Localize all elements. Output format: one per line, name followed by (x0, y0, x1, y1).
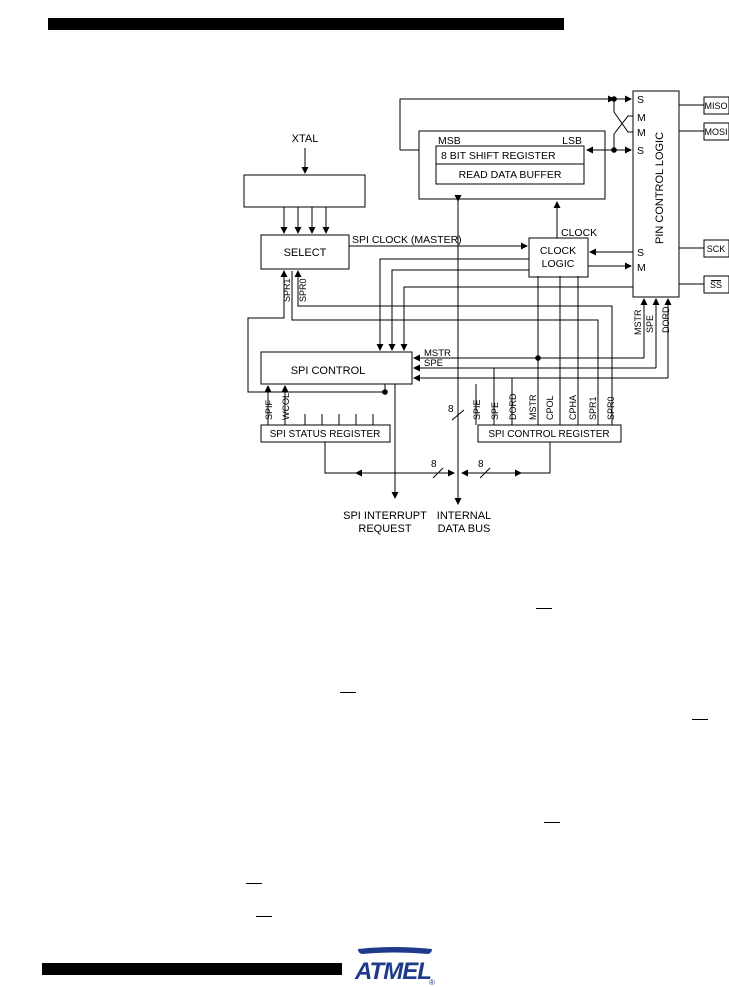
dord-bit-label: DORD (508, 393, 518, 420)
internal-bus-label-2: DATA BUS (438, 523, 491, 535)
text-overbar (692, 719, 708, 720)
mstr-signal-label: MSTR (424, 348, 451, 359)
pin-m3-label: M (637, 262, 646, 274)
select-block (260, 234, 350, 270)
spr1-label: SPR1 (282, 278, 292, 302)
control-bus-wire (461, 442, 551, 477)
pcl-dord-label: DORD (661, 306, 671, 333)
miso-label: MISO (704, 101, 727, 111)
pin-m1-label: M (637, 112, 646, 124)
bus-tick-1 (451, 409, 465, 421)
clock-logic-label-1: CLOCK (540, 245, 576, 257)
read-data-buffer-label: READ DATA BUFFER (459, 169, 562, 181)
pin-s1-label: S (637, 94, 644, 106)
spr1-bit-label: SPR1 (588, 396, 598, 420)
spe-signal-label: SPE (424, 358, 443, 369)
spi-clock-master-label: SPI CLOCK (MASTER) (352, 234, 462, 246)
spi-control-register-label: SPI CONTROL REGISTER (488, 429, 609, 440)
read-data-buffer-block (435, 163, 585, 185)
pin-m2-label: M (637, 127, 646, 139)
spi-interrupt-label-2: REQUEST (358, 523, 411, 535)
pcl-dord-to-control-wire (400, 286, 633, 351)
shift-register-label: 8 BIT SHIFT REGISTER (441, 150, 556, 162)
text-overbar (340, 692, 356, 693)
spif-label: SPIF (264, 399, 274, 420)
mosi-label: MOSI (704, 127, 727, 137)
logo-wordmark: ATMEL (354, 958, 431, 985)
text-overbar (256, 916, 272, 917)
spi-interrupt-label-1: SPI INTERRUPT (343, 510, 427, 522)
bus-width-label: 8 (448, 404, 454, 415)
clock-logic-block (528, 237, 589, 278)
junction-dot (535, 355, 541, 361)
bus-width-label: 8 (431, 459, 437, 470)
clk-to-control-wire-2 (388, 269, 529, 351)
status-bus-wire (324, 442, 455, 477)
registered-mark: ® (429, 978, 435, 986)
spr0-bit-label: SPR0 (606, 396, 616, 420)
bus-tick-2 (432, 467, 444, 479)
pcl-mstr-label: MSTR (633, 309, 643, 335)
spi-status-register-label: SPI STATUS REGISTER (270, 429, 381, 440)
spr0-label: SPR0 (298, 278, 308, 302)
bus-tick-3 (479, 467, 491, 479)
mstr-bit-label: MSTR (528, 394, 538, 420)
prescaler-block (243, 174, 366, 208)
atmel-logo: ATMEL ® (354, 947, 435, 986)
spe-bit-label: SPE (490, 402, 500, 420)
spr0-feedback-wire (294, 270, 613, 425)
cpol-label: CPOL (545, 395, 555, 420)
pin-control-logic-label: PIN CONTROL LOGIC (654, 132, 666, 244)
sck-label: SCK (707, 244, 726, 254)
spie-label: SPIE (472, 399, 482, 420)
ss-label: SS (710, 280, 722, 290)
text-overbar (246, 883, 262, 884)
pin-control-logic-block (632, 90, 680, 298)
msb-label: MSB (438, 135, 461, 147)
spr1-bit-wire (291, 271, 599, 425)
text-overbar (536, 608, 552, 609)
internal-bus-label-1: INTERNAL (437, 510, 491, 522)
wcol-label: WCOL (281, 393, 291, 420)
serial-loop-wire (399, 95, 615, 150)
junction-dot (611, 147, 617, 153)
clock-label: CLOCK (561, 227, 597, 239)
select-label: SELECT (284, 247, 327, 259)
cross-wire-a (613, 99, 633, 133)
clock-logic-label-2: LOGIC (542, 258, 575, 270)
spi-control-block (260, 351, 413, 385)
cross-wire-b (613, 115, 633, 150)
pcl-spe-label: SPE (645, 315, 655, 333)
footer-rule (42, 963, 342, 975)
lsb-label: LSB (562, 135, 582, 147)
xtal-label: XTAL (292, 133, 319, 145)
bus-width-label: 8 (478, 459, 484, 470)
pin-s2-label: S (637, 145, 644, 157)
junction-dot (611, 96, 617, 102)
header-rule (48, 18, 564, 30)
spi-block-diagram: XTAL MSB LSB 8 BIT SHIFT REGISTER READ D… (243, 90, 729, 535)
shift-register-outer-box (418, 130, 606, 200)
ss-overbar (711, 280, 721, 281)
spi-control-label: SPI CONTROL (291, 365, 366, 377)
text-overbar (544, 822, 560, 823)
sck-to-control-wire (376, 258, 529, 351)
pin-s3-label: S (637, 247, 644, 259)
junction-dot (382, 389, 388, 395)
cpha-label: CPHA (568, 395, 578, 420)
